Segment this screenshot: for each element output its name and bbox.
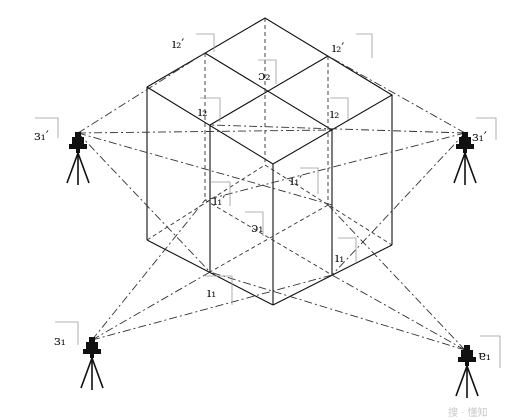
station-a1-right <box>455 344 479 399</box>
label-inner-left-prime: ı₁′ <box>213 194 225 209</box>
label-mid-left: ı₂ <box>198 105 207 120</box>
surveying-instrument-icon <box>80 336 104 391</box>
label-right-mid: ı₁ <box>335 251 344 266</box>
label-top-left-prime: ı₂′ <box>172 37 184 52</box>
watermark: 搜 · 懂知 <box>448 406 488 419</box>
label-b1prime-right: ɜ₁′ <box>472 130 487 145</box>
label-inner-right-prime: ı₁′ <box>290 174 302 189</box>
sight-lines <box>77 52 466 351</box>
surveying-instrument-icon <box>455 344 479 399</box>
surveying-instrument-icon <box>66 131 90 186</box>
label-mid-right: ı₂ <box>330 107 339 122</box>
label-bottom: ı₁ <box>207 286 216 301</box>
label-top-right-prime: ı₂′ <box>332 41 344 56</box>
label-center-bottom: ɔ₁ <box>251 221 264 236</box>
station-b1-left <box>80 336 104 391</box>
label-b1: ɜ₁ <box>54 334 66 349</box>
label-brackets <box>35 33 501 368</box>
label-center-top: ɔ₂ <box>258 69 271 84</box>
label-b1prime-left: ɜ₁′ <box>34 129 49 144</box>
station-b1prime-left <box>66 131 90 186</box>
label-a1: ɐ₁ <box>478 349 491 364</box>
cube-hidden-edges <box>146 18 393 276</box>
